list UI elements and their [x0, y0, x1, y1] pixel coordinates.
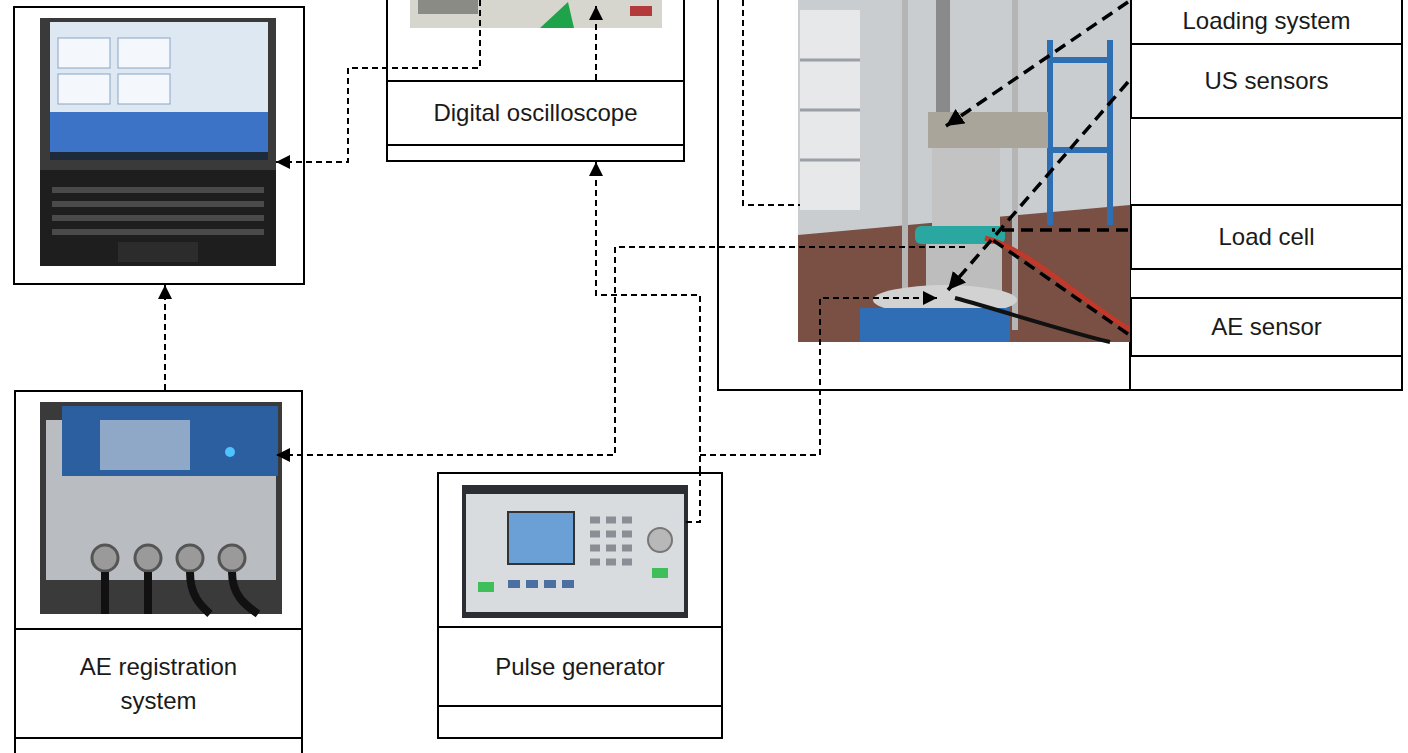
blue-frame	[1050, 40, 1110, 225]
ae-device-led	[225, 447, 235, 457]
label-cell: AE registration system	[16, 628, 301, 739]
label-cell: Pulse generator	[439, 626, 721, 707]
label-cell: Loading system	[1132, 0, 1401, 43]
laptop-photo	[40, 18, 276, 266]
generator-body	[466, 494, 684, 612]
label-cell: Digital oscilloscope	[388, 80, 683, 146]
leader-line	[946, 2, 1128, 126]
part-label-box: US sensors	[1130, 43, 1403, 119]
box-label: Load cell	[1218, 220, 1314, 254]
generator-button	[652, 568, 668, 578]
signal-wire	[595, 6, 597, 80]
oscilloscope-detail	[630, 6, 652, 16]
ae-device-photo	[40, 402, 282, 614]
leader-line	[990, 238, 1128, 334]
generator-keys	[508, 580, 574, 588]
key-rows	[52, 190, 264, 232]
oscilloscope-detail	[540, 2, 574, 28]
instrument-box: AE registration system	[14, 390, 303, 753]
instrument-box: Digital oscilloscope	[386, 0, 685, 162]
screen-panel	[58, 38, 110, 68]
screen-taskbar	[50, 152, 268, 160]
laptop-screen	[50, 22, 268, 157]
leader-line	[992, 228, 1128, 232]
signal-wire	[276, 247, 965, 455]
instrument-box: Pulse generator	[437, 472, 723, 739]
laptop-frame	[14, 7, 304, 284]
lab-shelf	[800, 10, 860, 210]
machine-rod	[1012, 0, 1018, 330]
generator-photo	[462, 485, 688, 618]
ae-device-panel	[62, 406, 278, 476]
signal-connector	[596, 162, 700, 472]
ae-connector	[92, 545, 118, 571]
ae-cables	[105, 572, 258, 614]
sensor-cable	[955, 298, 1110, 342]
ae-connector	[219, 545, 245, 571]
box-label: Pulse generator	[495, 650, 664, 684]
ae-connector	[135, 545, 161, 571]
part-label-box: AE sensor	[1130, 297, 1403, 357]
crossbeam	[928, 112, 1048, 148]
loading-ram	[936, 0, 950, 114]
laptop-keyboard	[40, 170, 276, 266]
generator-knob	[648, 528, 672, 552]
box-label: Digital oscilloscope	[433, 96, 637, 130]
label-cell: AE sensor	[1132, 299, 1401, 355]
ae-connector	[177, 545, 203, 571]
box-label: Loading system	[1182, 4, 1350, 38]
screen-panel	[58, 74, 110, 104]
signal-wire	[164, 285, 166, 390]
signal-wire	[686, 472, 700, 522]
blue-stand	[860, 308, 1010, 342]
lab-shelf-lines	[800, 60, 860, 160]
machine-rod	[902, 0, 908, 330]
box-label: AE registration system	[59, 650, 259, 717]
signal-wire	[700, 298, 937, 455]
oscilloscope-photo	[410, 0, 662, 28]
box-label: US sensors	[1204, 64, 1328, 98]
part-label-box: Loading system	[1130, 0, 1403, 45]
ae-device-logo	[100, 420, 190, 470]
screen-band	[50, 112, 268, 152]
generator-keys	[590, 520, 632, 562]
loading-photo	[798, 0, 1130, 342]
laptop-touchpad	[118, 242, 198, 262]
generator-screen	[508, 512, 574, 564]
leader-line	[948, 82, 1128, 290]
sample-column	[932, 148, 1000, 230]
signal-wire	[743, 0, 800, 205]
box-label: AE sensor	[1211, 310, 1322, 344]
label-cell: Load cell	[1132, 206, 1401, 268]
screen-panel	[118, 74, 170, 104]
label-cell: US sensors	[1132, 45, 1401, 117]
part-label-box: Load cell	[1130, 204, 1403, 270]
screen-panel	[118, 38, 170, 68]
oscilloscope-detail	[418, 0, 478, 14]
generator-button	[478, 582, 494, 592]
